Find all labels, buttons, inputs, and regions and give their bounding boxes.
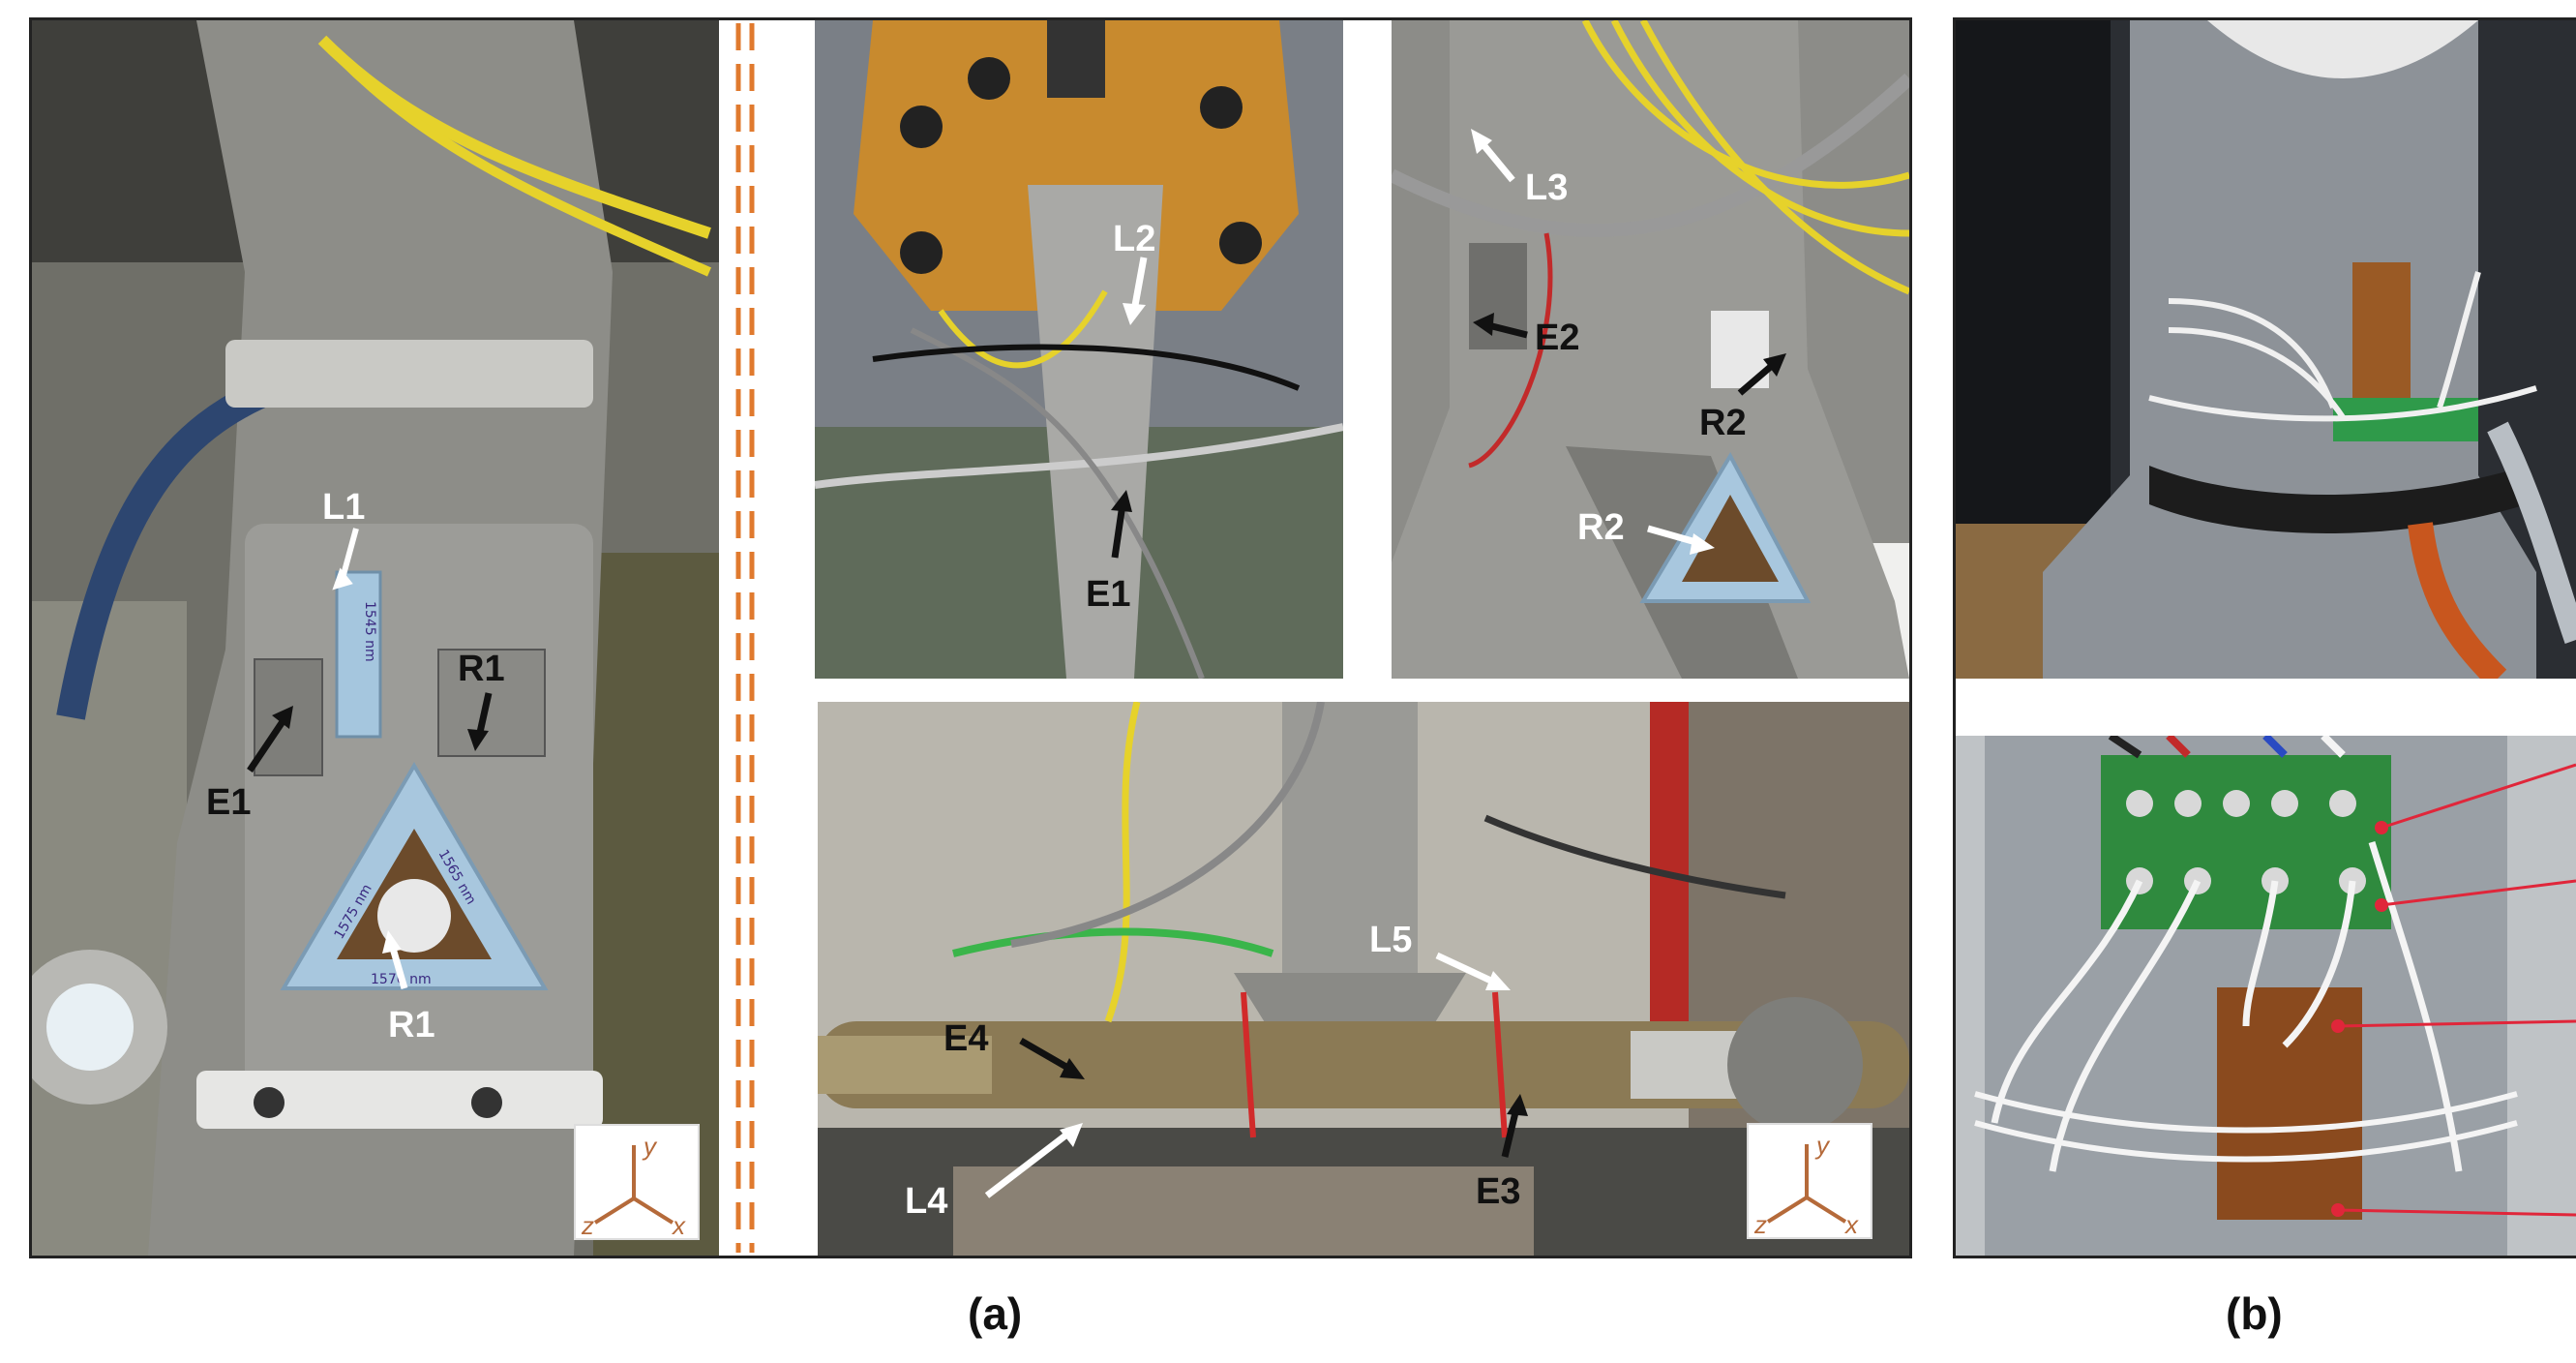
dashed-separator [731, 23, 760, 1253]
label-R2-top: R2 [1699, 403, 1747, 443]
label-R2-bottom: R2 [1577, 507, 1625, 548]
arrow-R1-bottom [382, 930, 408, 989]
arrow-E4 [1019, 1037, 1085, 1079]
arrow-R2-bottom [1647, 525, 1715, 555]
axis-y-label: y [642, 1132, 658, 1161]
label-L2: L2 [1113, 219, 1155, 259]
label-E1-mid: E1 [1086, 574, 1130, 615]
axis-y-label-bottom: y [1814, 1131, 1831, 1160]
photo-top-middle: L2 E1 [815, 20, 1343, 679]
photo-b-bottom [1956, 736, 2576, 1256]
arrow-L1 [332, 528, 359, 591]
axis-x-label-bottom: x [1843, 1210, 1859, 1237]
arrow-L3 [1471, 129, 1515, 183]
caption-a: (a) [968, 1288, 1023, 1339]
axes-icon-left: y x z [574, 1124, 700, 1240]
photo-b-top [1956, 20, 2576, 679]
arrow-E1-mid [1111, 490, 1132, 559]
callout-lines [2331, 763, 2576, 1217]
axis-z-label-bottom: z [1753, 1210, 1767, 1237]
caption-b: (b) [2226, 1288, 2283, 1339]
label-L3: L3 [1525, 167, 1568, 208]
gauge-text-4: 1545 nm [362, 601, 377, 662]
axis-x-label: x [671, 1211, 686, 1238]
arrow-E3 [1501, 1094, 1528, 1158]
label-E3: E3 [1476, 1171, 1520, 1212]
label-L4: L4 [905, 1181, 947, 1222]
photo-bottom-middle: E4 L5 E3 L4 y x z [818, 702, 1909, 1256]
panel-a-frame [29, 17, 1912, 1258]
label-L1: L1 [322, 487, 365, 528]
arrow-L2 [1123, 257, 1148, 325]
arrow-R1-top [467, 692, 493, 751]
label-E4: E4 [944, 1018, 988, 1059]
label-L5: L5 [1369, 920, 1412, 960]
arrow-E2 [1473, 313, 1528, 339]
panel-b-frame [1953, 17, 2576, 1258]
axis-z-label: z [581, 1211, 594, 1238]
arrow-E1 [247, 706, 293, 772]
photo-left-upright: 1575 nm 1565 nm 1570 nm 1545 nm L1 E1 R1… [32, 20, 719, 1256]
label-R1-bottom: R1 [388, 1005, 435, 1045]
axes-icon-bottom: y x z [1747, 1123, 1872, 1239]
photo-top-right: L3 E2 R2 R2 [1392, 20, 1909, 679]
label-E2: E2 [1535, 318, 1579, 358]
arrow-R2-top [1737, 353, 1786, 396]
label-E1: E1 [206, 782, 251, 823]
arrow-L5 [1435, 952, 1511, 990]
label-R1-top: R1 [458, 649, 505, 689]
arrow-L4 [984, 1123, 1083, 1198]
